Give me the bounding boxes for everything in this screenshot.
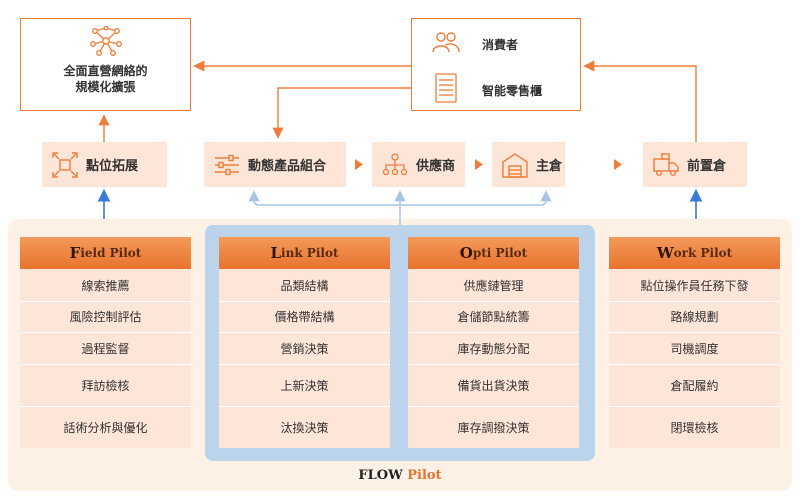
node-front-warehouse: 前置倉 bbox=[643, 142, 747, 187]
list-item: 點位操作員任務下發 bbox=[609, 269, 780, 302]
list-item: 汰換決策 bbox=[280, 420, 329, 435]
list-item: 拜訪檢核 bbox=[20, 364, 191, 407]
node-supplier: 供應商 bbox=[372, 142, 465, 187]
list-item: 庫存動態分配 bbox=[408, 332, 579, 365]
node-label: 前置倉 bbox=[687, 159, 727, 174]
node-label: 點位拓展 bbox=[86, 159, 139, 174]
people-icon bbox=[432, 32, 460, 53]
cabinet-label: 智能零售櫃 bbox=[482, 84, 543, 98]
node-main-warehouse: 主倉 bbox=[492, 142, 565, 187]
list-item: 話術分析與優化 bbox=[63, 420, 148, 435]
node-dynamic-product-mix: 動態產品組合 bbox=[204, 142, 346, 187]
node-label: 主倉 bbox=[536, 159, 563, 174]
vending-cabinet-icon bbox=[435, 73, 457, 103]
list-item: 庫存調撥決策 bbox=[457, 420, 530, 435]
list-item: 線索推薦 bbox=[20, 269, 191, 302]
list-item: 營銷決策 bbox=[219, 332, 390, 365]
consumer-cabinet-box: 消費者 智能零售櫃 bbox=[411, 18, 581, 111]
list-item: 倉儲節點統籌 bbox=[408, 301, 579, 333]
warehouse-icon bbox=[502, 152, 528, 178]
list-item: 供應鏈管理 bbox=[408, 269, 579, 302]
list-item: 品類結構 bbox=[219, 269, 390, 302]
network-icon bbox=[90, 26, 122, 56]
list-item: 路線規劃 bbox=[609, 301, 780, 333]
arrow-front-warehouse-to-cabinet bbox=[583, 60, 697, 142]
list-item: 倉配履約 bbox=[609, 364, 780, 407]
node-label: 供應商 bbox=[416, 159, 456, 174]
triangle-arrow bbox=[475, 159, 483, 170]
list-item: 司機調度 bbox=[609, 332, 780, 365]
supplier-icon bbox=[382, 152, 408, 175]
sliders-icon bbox=[215, 154, 239, 175]
list-item: 閉環檢核 bbox=[670, 420, 719, 435]
triangle-arrow bbox=[614, 159, 622, 170]
node-label: 動態產品組合 bbox=[248, 159, 327, 174]
network-expansion-box: 全面直營網絡的 規模化擴張 bbox=[20, 18, 191, 111]
truck-icon bbox=[653, 152, 679, 176]
consumer-label: 消費者 bbox=[482, 38, 519, 52]
flow-pilot-label: FLOW Pilot bbox=[358, 468, 442, 483]
list-item: 上新決策 bbox=[219, 364, 390, 407]
arrow-cabinet-to-product-mix bbox=[272, 87, 411, 139]
network-expansion-label: 全面直營網絡的 規模化擴張 bbox=[63, 64, 148, 94]
node-site-expansion: 點位拓展 bbox=[42, 142, 167, 187]
list-item: 價格帶結構 bbox=[219, 301, 390, 333]
expand-icon bbox=[52, 151, 78, 178]
list-item: 風險控制評估 bbox=[20, 301, 191, 333]
list-item: 過程監督 bbox=[20, 332, 191, 365]
list-item: 備貨出貨決策 bbox=[408, 364, 579, 407]
triangle-arrow bbox=[355, 159, 363, 170]
